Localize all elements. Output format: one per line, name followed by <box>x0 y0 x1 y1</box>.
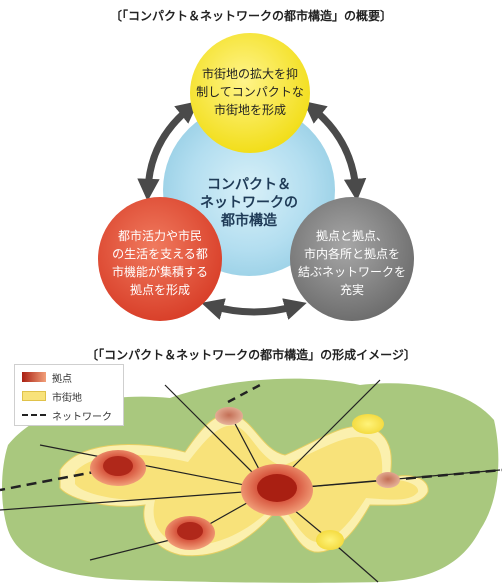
network-line <box>389 468 502 482</box>
arrow-left-right <box>201 298 307 320</box>
legend-item-hub: 拠点 <box>22 370 72 385</box>
arrow-top-right <box>303 101 367 202</box>
legend-item-network: ネットワーク <box>22 408 112 423</box>
left-circle-line-3: 市機能が集積する <box>112 264 208 279</box>
left-circle <box>98 197 222 321</box>
legend-item-urban: 市街地 <box>22 389 82 404</box>
network-swatch <box>22 414 46 416</box>
top-circle-line-2: 制してコンパクトな <box>196 85 304 99</box>
hub-swatch <box>22 372 46 382</box>
right-circle <box>290 197 414 321</box>
network-line <box>227 382 263 404</box>
left-circle-line-2: の生活を支える都 <box>112 247 208 261</box>
top-circle-line-1: 市街地の拡大を抑 <box>202 66 298 81</box>
legend-label-hub: 拠点 <box>52 373 72 385</box>
center-circle-line-3: 都市構造 <box>220 212 277 229</box>
arrow-left-top <box>137 101 199 202</box>
top-caption: 〔「コンパクト＆ネットワークの都市構造」の概要〕 <box>109 9 392 23</box>
urban-node-northeast <box>352 414 384 434</box>
urban-node-south <box>316 530 344 550</box>
right-circle-line-1: 拠点と拠点、 <box>316 229 388 243</box>
urban-swatch <box>22 391 46 401</box>
top-circle <box>190 33 310 153</box>
left-circle-line-4: 拠点を形成 <box>130 283 190 297</box>
legend-label-network: ネットワーク <box>52 411 112 423</box>
hub-southwest-core <box>177 522 203 540</box>
hub-west-core <box>103 456 133 476</box>
network-line <box>39 444 271 491</box>
bottom-caption: 〔「コンパクト＆ネットワークの都市構造」の形成イメージ〕 <box>86 348 416 362</box>
hub-main-core <box>257 474 297 502</box>
hub-east <box>376 472 400 488</box>
right-circle-line-2: 市内各所と拠点を <box>304 246 400 261</box>
hub-north <box>215 407 243 425</box>
center-circle-line-1: コンパクト＆ <box>207 177 291 193</box>
center-circle-line-2: ネットワークの <box>200 195 298 211</box>
right-circle-line-3: 結ぶネットワークを <box>298 265 406 279</box>
right-circle-line-4: 充実 <box>340 282 364 297</box>
city-map <box>0 378 502 583</box>
left-circle-line-1: 都市活力や市民 <box>118 228 202 243</box>
top-circle-line-3: 市街地を形成 <box>214 102 286 117</box>
legend-label-urban: 市街地 <box>52 392 82 404</box>
network-line <box>0 489 271 511</box>
map-legend: 拠点 市街地 ネットワーク <box>14 364 124 426</box>
